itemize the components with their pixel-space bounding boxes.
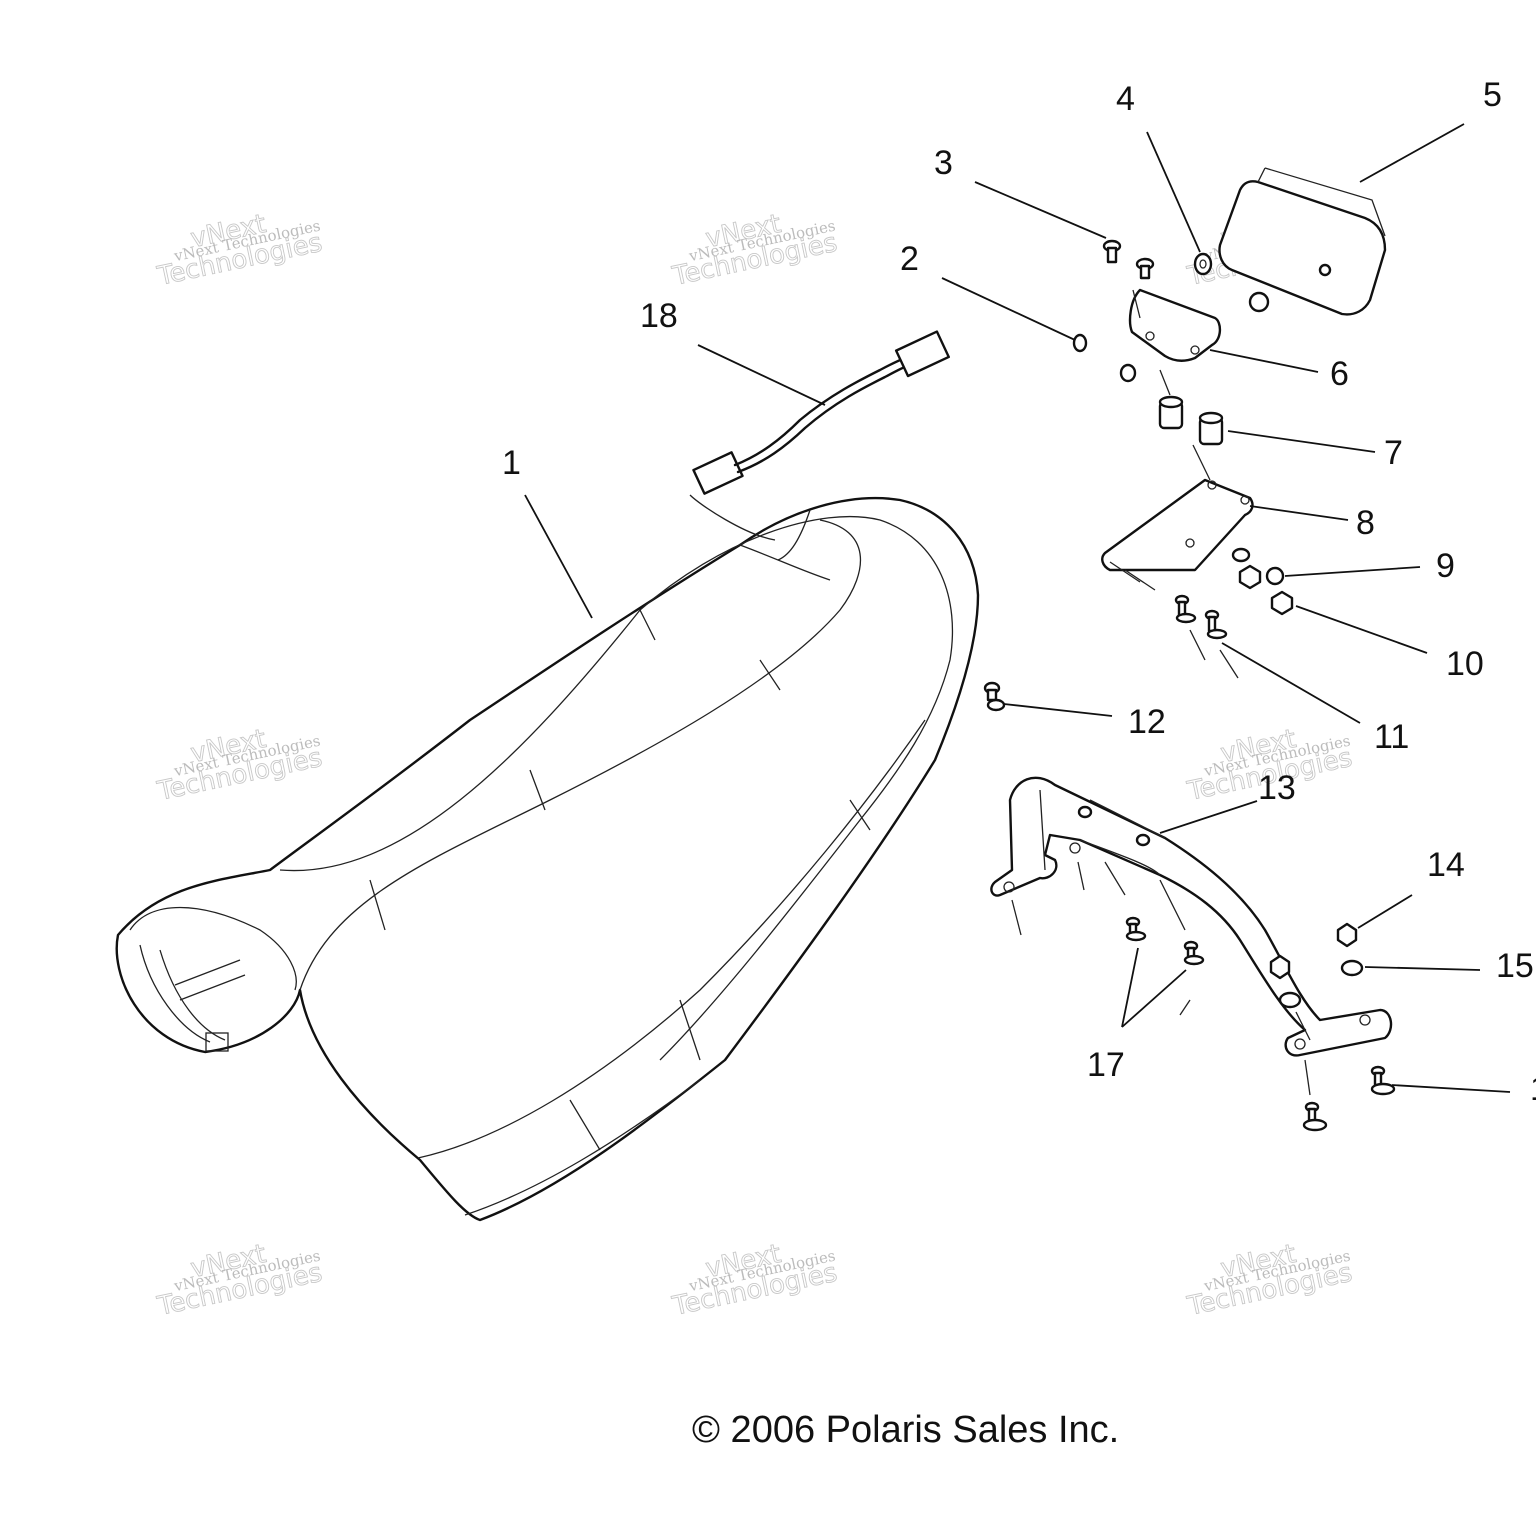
hardware-fasteners xyxy=(983,239,1294,712)
callout-11: 11 xyxy=(1374,718,1409,756)
callout-3: 3 xyxy=(934,144,953,182)
callout-5: 5 xyxy=(1483,76,1502,114)
grab-handle xyxy=(990,776,1393,1057)
callout-12: 12 xyxy=(1128,703,1166,741)
callout-2: 2 xyxy=(900,240,919,278)
callout-14: 14 xyxy=(1427,846,1465,884)
watermark-top-center: vNext vNext Technologies Technologies xyxy=(669,209,840,293)
callout-4: 4 xyxy=(1116,80,1135,118)
callout-17: 17 xyxy=(1087,1046,1125,1084)
seat xyxy=(115,494,980,1222)
handle-fasteners xyxy=(1125,916,1396,1132)
watermark-bottom-left: vNext vNext Technologies Technologies xyxy=(154,1239,325,1323)
callout-8: 8 xyxy=(1356,504,1375,542)
callout-10: 10 xyxy=(1446,645,1484,683)
callout-1: 1 xyxy=(502,444,521,482)
callout-16-partial: 1 xyxy=(1530,1070,1536,1108)
callout-6: 6 xyxy=(1330,355,1349,393)
callout-15: 15 xyxy=(1496,947,1534,985)
watermark-mid-left: vNext vNext Technologies Technologies xyxy=(154,724,325,808)
tail-light-box xyxy=(1218,167,1387,316)
callout-9: 9 xyxy=(1436,547,1455,585)
callout-labels: 1 2 3 4 5 6 7 8 9 10 11 12 13 14 15 17 1… xyxy=(502,76,1536,1108)
callout-7: 7 xyxy=(1384,434,1403,472)
watermark-bottom-center: vNext vNext Technologies Technologies xyxy=(669,1239,840,1323)
callout-18: 18 xyxy=(640,297,678,335)
watermark-bottom-right: vNext vNext Technologies Technologies xyxy=(1184,1239,1355,1323)
watermark-top-left: vNext vNext Technologies Technologies xyxy=(154,209,325,293)
callout-13: 13 xyxy=(1258,769,1296,807)
leader-lines xyxy=(524,123,1511,1096)
wire-harness xyxy=(692,330,950,495)
copyright-notice: © 2006 Polaris Sales Inc. xyxy=(692,1409,1119,1451)
